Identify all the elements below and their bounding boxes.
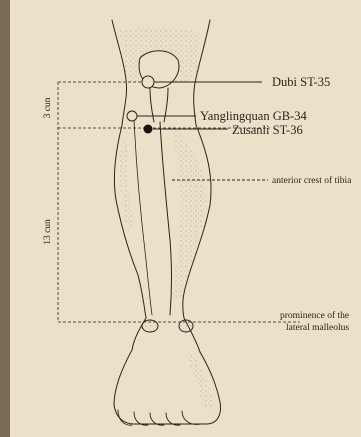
label-prominence-line2: lateral malleolus xyxy=(286,323,349,333)
point-dubi-st35 xyxy=(142,76,154,88)
label-dubi: Dubi ST-35 xyxy=(272,75,330,89)
measurement-13-cun: 13 cun xyxy=(43,219,53,245)
label-anterior-crest: anterior crest of tibia xyxy=(272,175,352,186)
label-prominence-line1: prominence of the xyxy=(280,310,349,321)
measurement-3-cun: 3 cun xyxy=(43,97,53,118)
label-yanglingquan: Yanglingquan GB-34 xyxy=(200,109,307,123)
point-yanglingquan-gb34 xyxy=(127,111,137,121)
label-zusanli: Zusanli ST-36 xyxy=(232,123,303,137)
point-zusanli-st36 xyxy=(144,125,153,134)
